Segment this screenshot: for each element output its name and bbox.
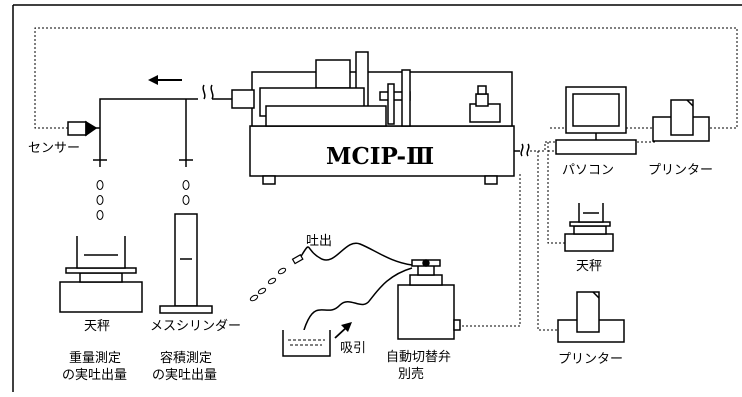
balance-right xyxy=(564,203,614,252)
suction-beaker xyxy=(282,330,331,357)
balance-left-label: 天秤 xyxy=(84,319,110,334)
printer-bottom xyxy=(557,291,625,343)
cylinder-label: メスシリンダー xyxy=(150,319,241,334)
discharge-droplets xyxy=(249,267,287,302)
printer-top xyxy=(652,99,710,142)
valve-label-2: 別売 xyxy=(398,366,424,382)
mcip-machine xyxy=(231,51,515,185)
valve-tubes xyxy=(299,242,413,346)
suction-arrow xyxy=(334,322,352,339)
weight-caption-1: 重量測定 xyxy=(69,350,121,366)
liquid-surface xyxy=(288,339,325,346)
discharge-label: 吐出 xyxy=(306,234,332,249)
flow-arrow xyxy=(148,75,182,85)
weight-caption-2: の実吐出量 xyxy=(62,367,127,383)
auto-switch-valve xyxy=(397,259,461,340)
pc-computer xyxy=(555,86,637,155)
balance-left xyxy=(59,236,143,313)
measuring-cylinder xyxy=(159,213,213,314)
discharge-nozzle xyxy=(291,253,304,265)
machine-name: MCIP-Ⅲ xyxy=(326,143,434,170)
printer-bottom-label: プリンター xyxy=(558,352,623,367)
valve-label-1: 自動切替弁 xyxy=(386,350,451,365)
suction-label: 吸引 xyxy=(340,341,366,356)
diagram-frame xyxy=(12,4,742,392)
volume-caption-2: の実吐出量 xyxy=(152,367,217,383)
droplets xyxy=(96,180,190,220)
nozzles xyxy=(93,159,193,167)
balance-right-label: 天秤 xyxy=(576,259,602,274)
sensor-label: センサー xyxy=(28,141,80,156)
signal-lines xyxy=(34,27,738,331)
printer-top-label: プリンター xyxy=(648,163,713,178)
pc-label: パソコン xyxy=(562,163,614,178)
volume-caption-1: 容積測定 xyxy=(160,350,212,366)
sensor-device xyxy=(67,120,98,137)
